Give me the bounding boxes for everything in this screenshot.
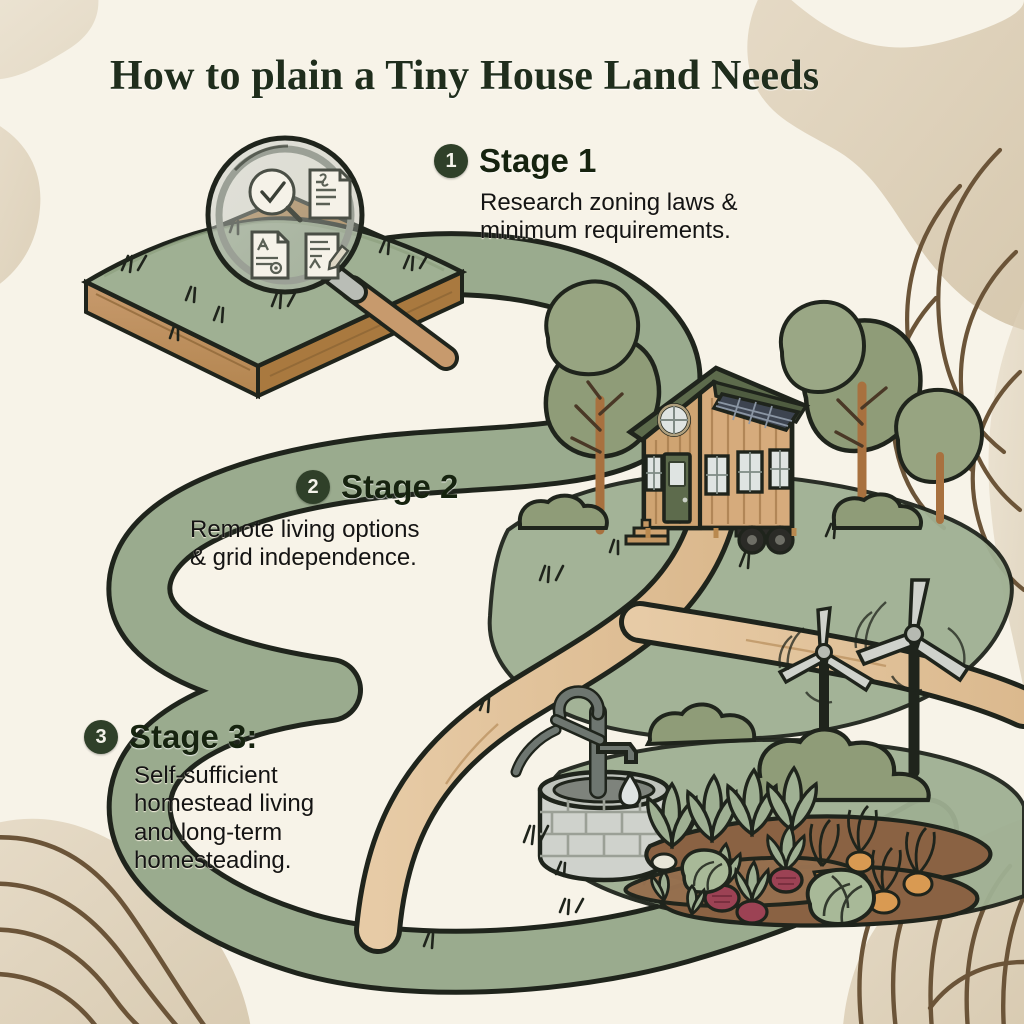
window-icon [704, 454, 730, 496]
water-droplet-icon [618, 770, 642, 808]
wave-line-decoration [0, 835, 206, 1024]
sprout-plant [686, 884, 706, 917]
wind-turbine-icon [854, 578, 971, 778]
window-icon [736, 450, 764, 494]
stage-1-body: Research zoning laws & minimum requireme… [480, 189, 737, 246]
stage-3-heading: 3 Stage 3: [84, 718, 314, 756]
tree-icon [778, 299, 867, 395]
vegetable-garden-icon [623, 764, 993, 928]
checkmark-document-icon [248, 168, 303, 223]
signature-document-icon [304, 232, 350, 280]
stage-3-title: Stage 3: [129, 718, 258, 755]
stage-2-body-line: Remote living options [190, 516, 420, 543]
window-icon [768, 448, 792, 490]
tree-icon [544, 279, 641, 377]
trailer-wheels-icon [734, 525, 795, 555]
water-pump-icon [510, 685, 638, 799]
leafy-green-row [646, 764, 818, 850]
grass-tuft-decoration [422, 522, 837, 950]
entry-steps-icon [624, 518, 670, 546]
stage-1-title: Stage 1 [479, 142, 597, 179]
stage-3-badge: 3 [84, 720, 118, 754]
magnifying-glass-icon [205, 135, 459, 371]
stage-3-body-line: homestead living [134, 790, 315, 818]
window-icon [644, 454, 664, 492]
tree-group-right [778, 299, 985, 530]
water-well-group [510, 685, 698, 883]
turnip-plant [650, 852, 678, 872]
front-door-icon [662, 452, 692, 524]
stage-2-title: Stage 2 [341, 468, 459, 505]
winding-path [106, 231, 959, 995]
stage-block-2: 2 Stage 2 Remote living options & grid i… [190, 468, 458, 573]
beige-blob-top-right [747, 0, 1024, 330]
cabbage-plant [680, 848, 732, 895]
solar-panel-icon [711, 391, 801, 433]
cabbage-plant [805, 867, 877, 927]
sprout-plant [650, 870, 670, 903]
stage-1-heading: 1 Stage 1 [434, 142, 737, 180]
tiny-house-icon [624, 365, 811, 555]
bush-icon [644, 702, 757, 747]
beige-blob-left [0, 126, 41, 284]
certificate-document-icon [250, 230, 290, 280]
bush-icon [831, 492, 923, 530]
stage-block-3: 3 Stage 3: Self-sufficient homestead liv… [84, 718, 314, 875]
stage-1-body-line: Research zoning laws & [480, 189, 738, 216]
stage-3-body-line: and long-term [134, 818, 283, 846]
beige-blob-top-left [0, 0, 99, 79]
beet-plant [734, 859, 770, 925]
tree-group-left [517, 279, 662, 535]
carrot-plant [902, 827, 936, 897]
stage-1-body-line: minimum requirements. [480, 217, 731, 245]
stage-3-body-line: Self-sufficient [134, 762, 278, 789]
stage-3-body-line: homesteading. [134, 846, 292, 874]
stage-3-body: Self-sufficient homestead living and lon… [134, 762, 314, 875]
stage-2-body-line: & grid independence. [190, 544, 417, 572]
beet-plant [766, 823, 806, 894]
stage-1-badge: 1 [434, 144, 468, 178]
round-window-icon [657, 403, 691, 437]
legal-document-icon [308, 168, 352, 220]
stage-2-heading: 2 Stage 2 [296, 468, 458, 506]
tree-icon [894, 387, 985, 524]
stage-2-badge: 2 [296, 470, 330, 504]
stage-2-body: Remote living options & grid independenc… [190, 516, 458, 573]
page-title: How to plain a Tiny House Land Needs [110, 53, 820, 99]
beige-blob-bottom-left [0, 818, 251, 1024]
carrot-plant [845, 805, 878, 874]
bush-icon [517, 493, 609, 530]
stage-block-1: 1 Stage 1 Research zoning laws & minimum… [434, 142, 737, 246]
